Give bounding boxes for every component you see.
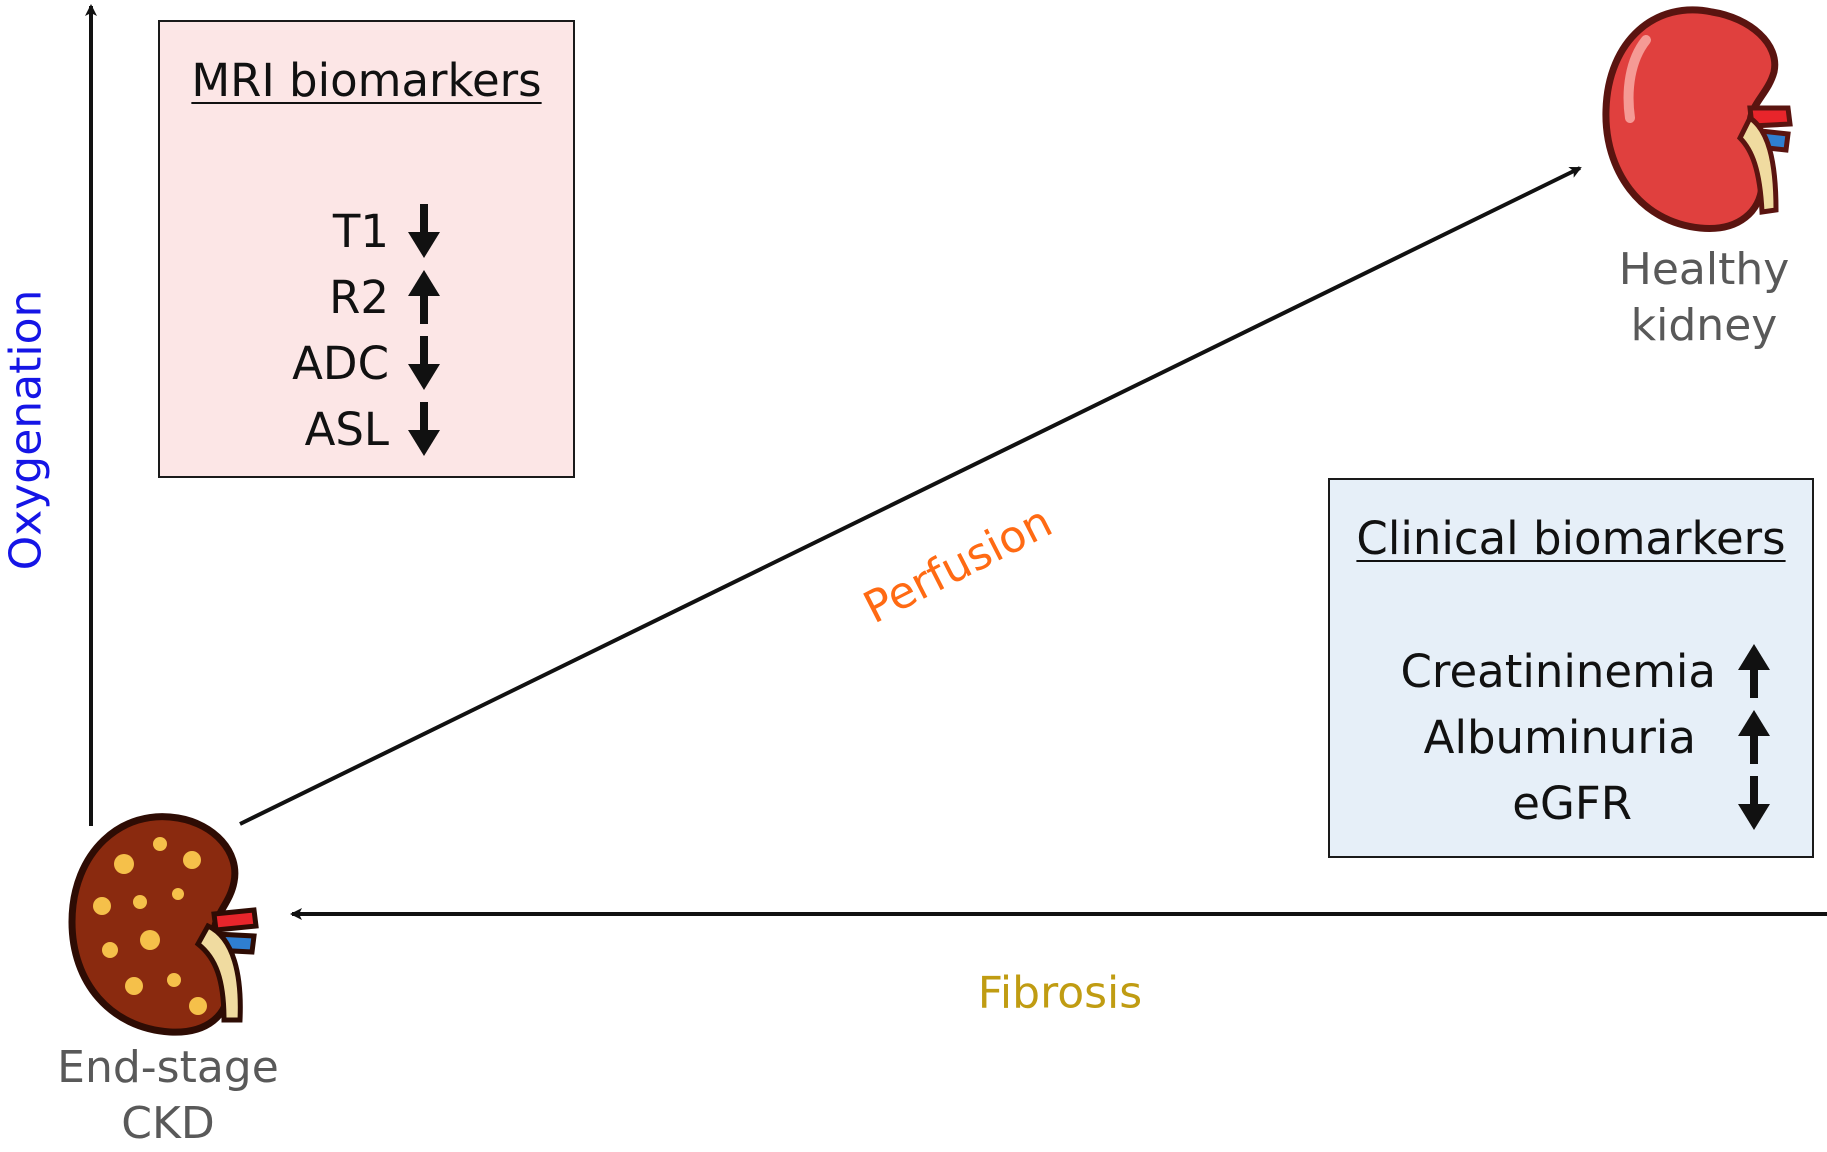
clinical-biomarkers-box: Clinical biomarkers Creatininemia Albumi… [1328, 478, 1814, 858]
arrow-down-icon [408, 204, 440, 258]
mri-biomarkers-box: MRI biomarkers T1 R2 ADC ASL [158, 20, 575, 478]
arrow-up-icon [1738, 710, 1770, 764]
biomarker-label: R2 [329, 271, 389, 324]
ckd-kidney-icon [68, 813, 259, 1036]
mri-biomarker-t1: T1 [160, 202, 577, 262]
biomarker-label: T1 [332, 205, 389, 258]
healthy-kidney-icon [1602, 6, 1793, 232]
arrow-up-icon [408, 270, 440, 324]
biomarker-label: ASL [304, 403, 389, 456]
fibrosis-label: Fibrosis [977, 967, 1143, 1019]
biomarker-label: Albuminuria [1423, 711, 1696, 764]
healthy-kidney-caption-line2: kidney [1630, 300, 1778, 351]
mri-biomarker-adc: ADC [160, 334, 577, 394]
ckd-kidney-caption-line2: CKD [121, 1098, 215, 1149]
ckd-kidney-caption-line1: End-stage [57, 1042, 279, 1093]
biomarker-label: ADC [292, 337, 389, 390]
oxygenation-label: Oxygenation [0, 289, 52, 571]
mri-biomarker-asl: ASL [160, 400, 577, 460]
biomarker-label: eGFR [1512, 777, 1632, 830]
mri-biomarker-r2: R2 [160, 268, 577, 328]
clinical-biomarker-albuminuria: Albuminuria [1330, 708, 1816, 768]
mri-biomarkers-title: MRI biomarkers [191, 54, 542, 107]
biomarker-label: Creatininemia [1400, 645, 1716, 698]
arrow-up-icon [1738, 644, 1770, 698]
arrow-down-icon [1738, 776, 1770, 830]
clinical-biomarkers-title: Clinical biomarkers [1356, 512, 1786, 565]
clinical-biomarker-egfr: eGFR [1330, 774, 1816, 834]
healthy-kidney-caption: Healthy kidney [1604, 242, 1804, 354]
arrow-down-icon [408, 336, 440, 390]
healthy-kidney-caption-line1: Healthy [1618, 244, 1790, 295]
perfusion-axis-arrow [239, 166, 1582, 826]
arrow-down-icon [408, 402, 440, 456]
ckd-kidney-caption: End-stage CKD [48, 1040, 288, 1152]
clinical-biomarker-creatininemia: Creatininemia [1330, 642, 1816, 702]
